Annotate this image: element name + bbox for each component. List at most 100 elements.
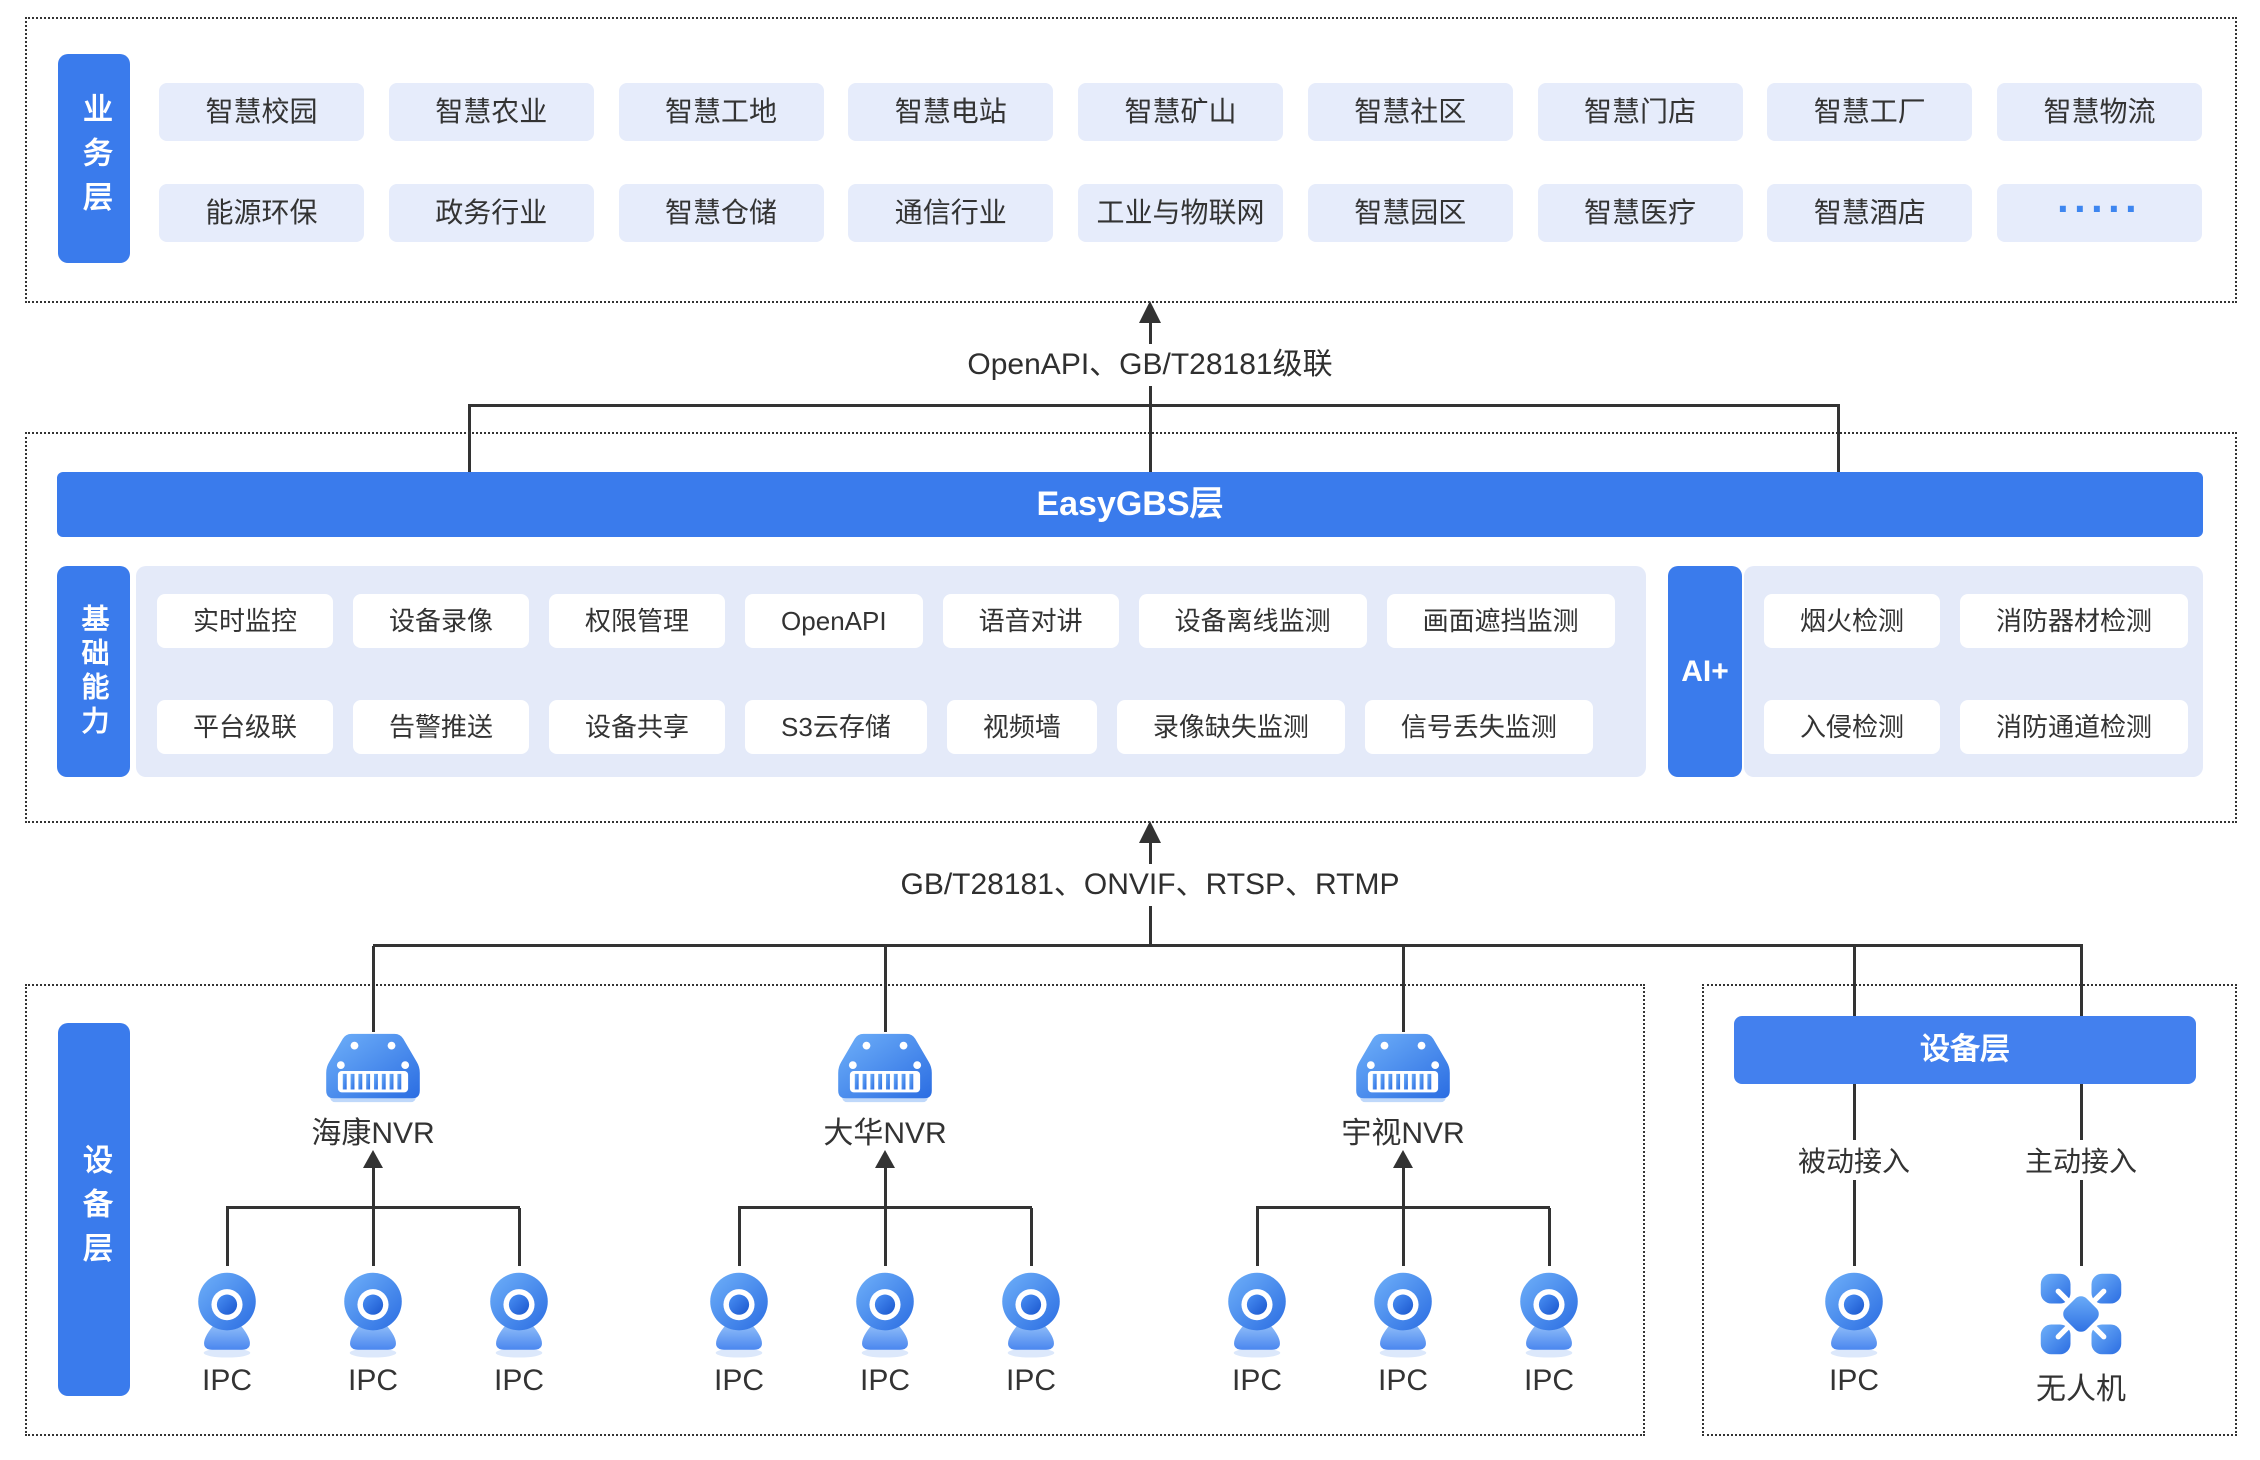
ipc-stub bbox=[518, 1208, 521, 1266]
ai-plus-label-text: AI+ bbox=[1681, 654, 1729, 688]
business-chip: 通信行业 bbox=[848, 184, 1054, 242]
ipc-stub bbox=[372, 1208, 375, 1266]
business-chip: 智慧电站 bbox=[848, 83, 1054, 141]
ipc-stub bbox=[738, 1208, 741, 1266]
drop-line bbox=[372, 946, 375, 1032]
business-layer-label: 业务层 bbox=[58, 54, 130, 263]
camera-icon bbox=[856, 1272, 914, 1358]
business-chip: 能源环保 bbox=[159, 184, 364, 242]
easygbs-band: EasyGBS层 bbox=[57, 472, 2203, 537]
arrow-up-icon bbox=[875, 1150, 895, 1168]
connector-bottom-label: GB/T28181、ONVIF、RTSP、RTMP bbox=[882, 864, 1418, 906]
ai-chip: 入侵检测 bbox=[1764, 700, 1941, 754]
capability-chip: 设备离线监测 bbox=[1138, 594, 1367, 648]
capability-chip: 信号丢失监测 bbox=[1364, 700, 1593, 754]
capability-chip: 录像缺失监测 bbox=[1116, 700, 1345, 754]
ipc-stub bbox=[1548, 1208, 1551, 1266]
ipc-label: IPC bbox=[1005, 1364, 1057, 1397]
arrow-up-icon bbox=[1139, 301, 1161, 323]
nvr-label: 宇视NVR bbox=[1341, 1117, 1465, 1150]
camera-icon bbox=[1228, 1272, 1286, 1358]
drone-icon bbox=[2040, 1273, 2122, 1355]
camera-icon bbox=[198, 1272, 256, 1358]
business-row-2: 能源环保 政务行业 智慧仓储 通信行业 工业与物联网 智慧园区 智慧医疗 智慧酒… bbox=[159, 184, 2202, 242]
platform-layer-box bbox=[25, 432, 2237, 823]
capability-chip: 告警推送 bbox=[353, 700, 530, 754]
ai-row-1: 烟火检测 消防器材检测 bbox=[1764, 594, 2189, 648]
ai-chip: 消防器材检测 bbox=[1960, 594, 2189, 648]
capability-chip: S3云存储 bbox=[745, 700, 927, 754]
business-chip: 智慧社区 bbox=[1307, 83, 1513, 141]
camera-icon bbox=[1374, 1272, 1432, 1358]
camera-icon bbox=[490, 1272, 548, 1358]
capability-chip: 平台级联 bbox=[157, 700, 334, 754]
arrow-up-icon bbox=[1393, 1150, 1413, 1168]
drop-line-passive-lower bbox=[1853, 1176, 1856, 1266]
ipc-stub bbox=[1402, 1208, 1405, 1266]
ai-plus-label: AI+ bbox=[1668, 566, 1742, 777]
base-row-2: 平台级联 告警推送 设备共享 S3云存储 视频墙 录像缺失监测 信号丢失监测 bbox=[157, 700, 1593, 754]
business-chip: 工业与物联网 bbox=[1078, 184, 1283, 242]
business-chip: 智慧物流 bbox=[1997, 83, 2202, 141]
device-layer-box bbox=[25, 984, 1645, 1436]
passive-access-label: 被动接入 bbox=[1789, 1140, 1919, 1180]
capability-chip: 画面遮挡监测 bbox=[1386, 594, 1615, 648]
base-capability-label: 基础能力 bbox=[57, 566, 130, 777]
connector-top-bracket bbox=[468, 404, 1840, 407]
ai-chip: 消防通道检测 bbox=[1960, 700, 2189, 754]
group-bracket bbox=[1256, 1206, 1550, 1209]
nvr-label: 海康NVR bbox=[311, 1117, 435, 1150]
capability-chip: OpenAPI bbox=[745, 594, 923, 648]
connector-top-bracket-right bbox=[1837, 404, 1840, 472]
business-chip: 智慧医疗 bbox=[1537, 184, 1743, 242]
camera-icon bbox=[1825, 1272, 1883, 1358]
drop-line bbox=[1402, 946, 1405, 1032]
capability-chip: 语音对讲 bbox=[942, 594, 1119, 648]
business-chip: 智慧工地 bbox=[618, 83, 824, 141]
capability-chip: 设备共享 bbox=[549, 700, 726, 754]
ai-row-2: 入侵检测 消防通道检测 bbox=[1764, 700, 2189, 754]
ipc-label: IPC bbox=[859, 1364, 911, 1397]
arrow-up-icon bbox=[1139, 821, 1161, 843]
business-chip: 智慧仓储 bbox=[618, 184, 824, 242]
business-chip: 智慧矿山 bbox=[1078, 83, 1283, 141]
ipc-stub bbox=[1256, 1208, 1259, 1266]
ipc-stub bbox=[226, 1208, 229, 1266]
business-chip: 智慧校园 bbox=[159, 83, 364, 141]
camera-icon bbox=[1520, 1272, 1578, 1358]
camera-icon bbox=[1002, 1272, 1060, 1358]
group-bracket bbox=[738, 1206, 1032, 1209]
ellipsis-dots-icon: ····· bbox=[1997, 184, 2202, 242]
business-chip: 智慧农业 bbox=[388, 83, 594, 141]
ipc-stub bbox=[884, 1208, 887, 1266]
base-capability-label-text: 基础能力 bbox=[78, 603, 110, 740]
base-row-1: 实时监控 设备录像 权限管理 OpenAPI 语音对讲 设备离线监测 画面遮挡监… bbox=[157, 594, 1615, 648]
connector-top-bracket-left bbox=[468, 404, 471, 472]
business-row-1: 智慧校园 智慧农业 智慧工地 智慧电站 智慧矿山 智慧社区 智慧门店 智慧工厂 … bbox=[159, 83, 2202, 141]
business-layer-label-text: 业务层 bbox=[78, 92, 111, 225]
ipc-label: IPC bbox=[347, 1364, 399, 1397]
business-chip: 智慧园区 bbox=[1307, 184, 1513, 242]
business-layer-box bbox=[25, 17, 2237, 303]
capability-chip: 设备录像 bbox=[353, 594, 530, 648]
business-chip: 智慧门店 bbox=[1537, 83, 1743, 141]
arrow-up-icon bbox=[363, 1150, 383, 1168]
ipc-label: IPC bbox=[493, 1364, 545, 1397]
connector-top-label: OpenAPI、GB/T28181级联 bbox=[949, 344, 1351, 386]
capability-chip: 权限管理 bbox=[549, 594, 726, 648]
connector-top-stem bbox=[1149, 320, 1152, 472]
business-chip: 政务行业 bbox=[388, 184, 594, 242]
ipc-label: IPC bbox=[1377, 1364, 1429, 1397]
group-arrow-stem bbox=[372, 1166, 375, 1208]
capability-chip: 实时监控 bbox=[157, 594, 334, 648]
ipc-label: IPC bbox=[201, 1364, 253, 1397]
ai-chip: 烟火检测 bbox=[1764, 594, 1941, 648]
group-arrow-stem bbox=[884, 1166, 887, 1208]
nvr-device-icon bbox=[1356, 1033, 1450, 1103]
access-panel-box bbox=[1702, 984, 2237, 1436]
ipc-label: IPC bbox=[1828, 1364, 1880, 1397]
device-layer-label-text: 设备层 bbox=[78, 1143, 111, 1276]
camera-icon bbox=[710, 1272, 768, 1358]
drop-line bbox=[884, 946, 887, 1032]
